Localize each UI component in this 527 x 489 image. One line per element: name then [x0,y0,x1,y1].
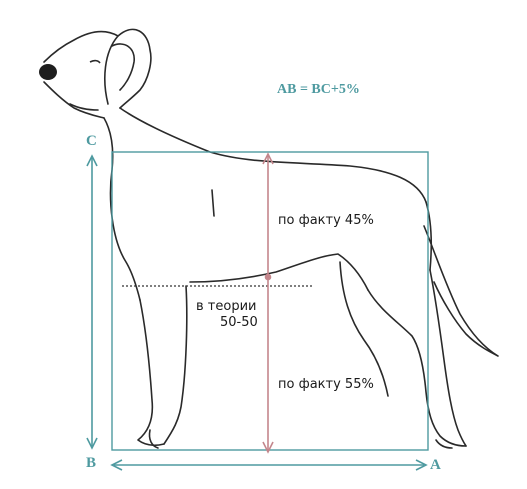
dog-eye [89,59,101,64]
proportion-box [111,151,429,451]
lower-share-label: по факту 55% [278,377,374,392]
upper-share-label: по факту 45% [278,213,374,228]
theory-label-line1: в теории [196,299,257,314]
length-arrow-ba [110,459,428,471]
point-a-label: A [430,457,441,473]
point-b-label: B [86,455,97,471]
theory-label-line2: 50-50 [220,315,258,330]
measure-arrow-rose [262,152,274,454]
formula-label: AB = BC+5% [277,82,360,97]
point-c-label: C [86,133,97,149]
dog-nose [39,64,57,80]
height-arrow-cb [86,154,98,450]
